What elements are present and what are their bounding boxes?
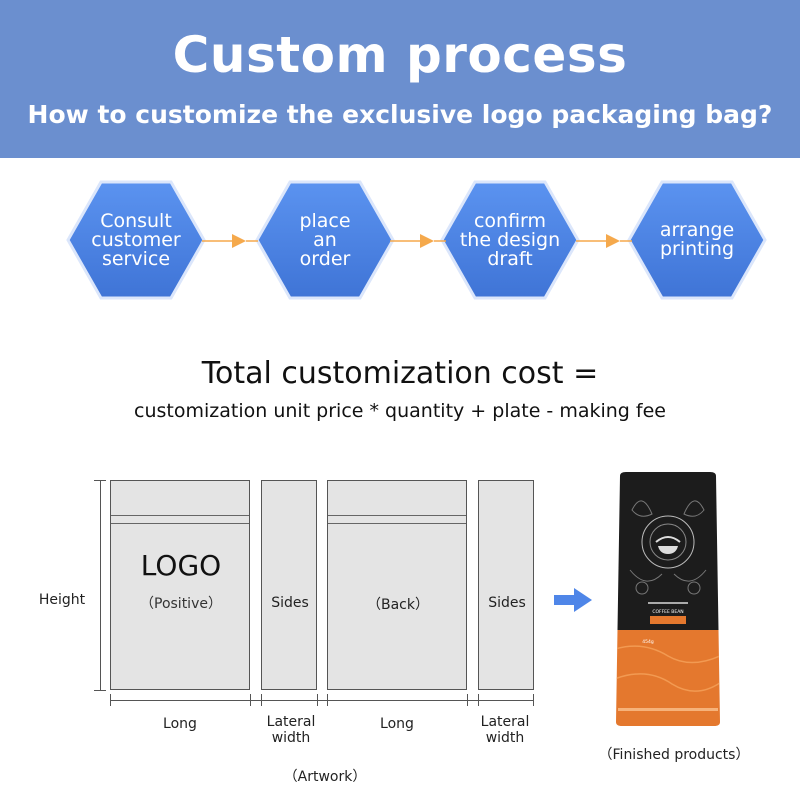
logo-text: LOGO <box>140 549 222 582</box>
step-confirm: confirm the design draft <box>440 180 580 300</box>
dimension-tick <box>94 480 106 481</box>
zipper-line <box>111 523 249 524</box>
back-label: （Back） <box>367 597 429 613</box>
hexagon-shape <box>440 180 580 300</box>
finished-products-caption: （Finished products） <box>598 747 750 763</box>
sides-label: Sides <box>488 595 526 611</box>
long-label: Long <box>163 716 197 732</box>
bag-product-text: COFFEE BEAN <box>652 609 683 615</box>
lateral-width-label: Lateral width <box>266 714 316 746</box>
arrow-right-icon <box>554 588 592 612</box>
cost-formula-title: Total customization cost = <box>201 356 599 391</box>
step-label: confirm the design draft <box>459 209 561 270</box>
dimension-tick <box>110 694 111 706</box>
front-panel: LOGO （Positive） <box>110 480 250 690</box>
side-panel-2: Sides <box>478 480 534 690</box>
artwork-label: （Artwork） <box>283 769 367 785</box>
step-printing: arrange printing <box>627 180 767 300</box>
back-panel: （Back） <box>327 480 467 690</box>
cost-formula-detail: customization unit price * quantity + pl… <box>134 400 666 422</box>
side-panel-1: Sides <box>261 480 317 690</box>
step-consult: Consult customer service <box>66 180 206 300</box>
hexagon-shape <box>66 180 206 300</box>
positive-label: （Positive） <box>140 596 222 612</box>
long-label: Long <box>380 716 414 732</box>
hexagon-shape <box>255 180 395 300</box>
zipper-line <box>328 515 466 516</box>
arrow-right-icon <box>390 234 446 248</box>
step-label: place an order <box>299 209 351 270</box>
dimension-tick <box>467 694 468 706</box>
step-label: Consult customer service <box>91 209 181 270</box>
dimension-tick <box>261 694 262 706</box>
dimension-tick <box>478 694 479 706</box>
dimension-tick <box>250 694 251 706</box>
coffee-bag-image: COFFEE BEAN 454g <box>616 472 720 726</box>
lateral-width-label: Lateral width <box>480 714 530 746</box>
dimension-tick <box>94 690 106 691</box>
page-title: Custom process <box>172 26 628 84</box>
dimension-tick <box>327 694 328 706</box>
arrow-right-icon <box>576 234 632 248</box>
zipper-line <box>328 523 466 524</box>
height-dimension-line <box>100 480 101 690</box>
dimension-tick <box>317 694 318 706</box>
hexagon-shape <box>627 180 767 300</box>
header-banner: Custom process How to customize the excl… <box>0 0 800 158</box>
bag-weight-text: 454g <box>642 639 654 645</box>
step-label: arrange printing <box>659 219 735 260</box>
sides-label: Sides <box>271 595 309 611</box>
dimension-tick <box>533 694 534 706</box>
height-label: Height <box>38 592 86 608</box>
step-order: place an order <box>255 180 395 300</box>
page-subtitle: How to customize the exclusive logo pack… <box>27 100 773 129</box>
zipper-line <box>111 515 249 516</box>
width-dimension-line <box>110 700 534 701</box>
arrow-right-icon <box>202 234 258 248</box>
